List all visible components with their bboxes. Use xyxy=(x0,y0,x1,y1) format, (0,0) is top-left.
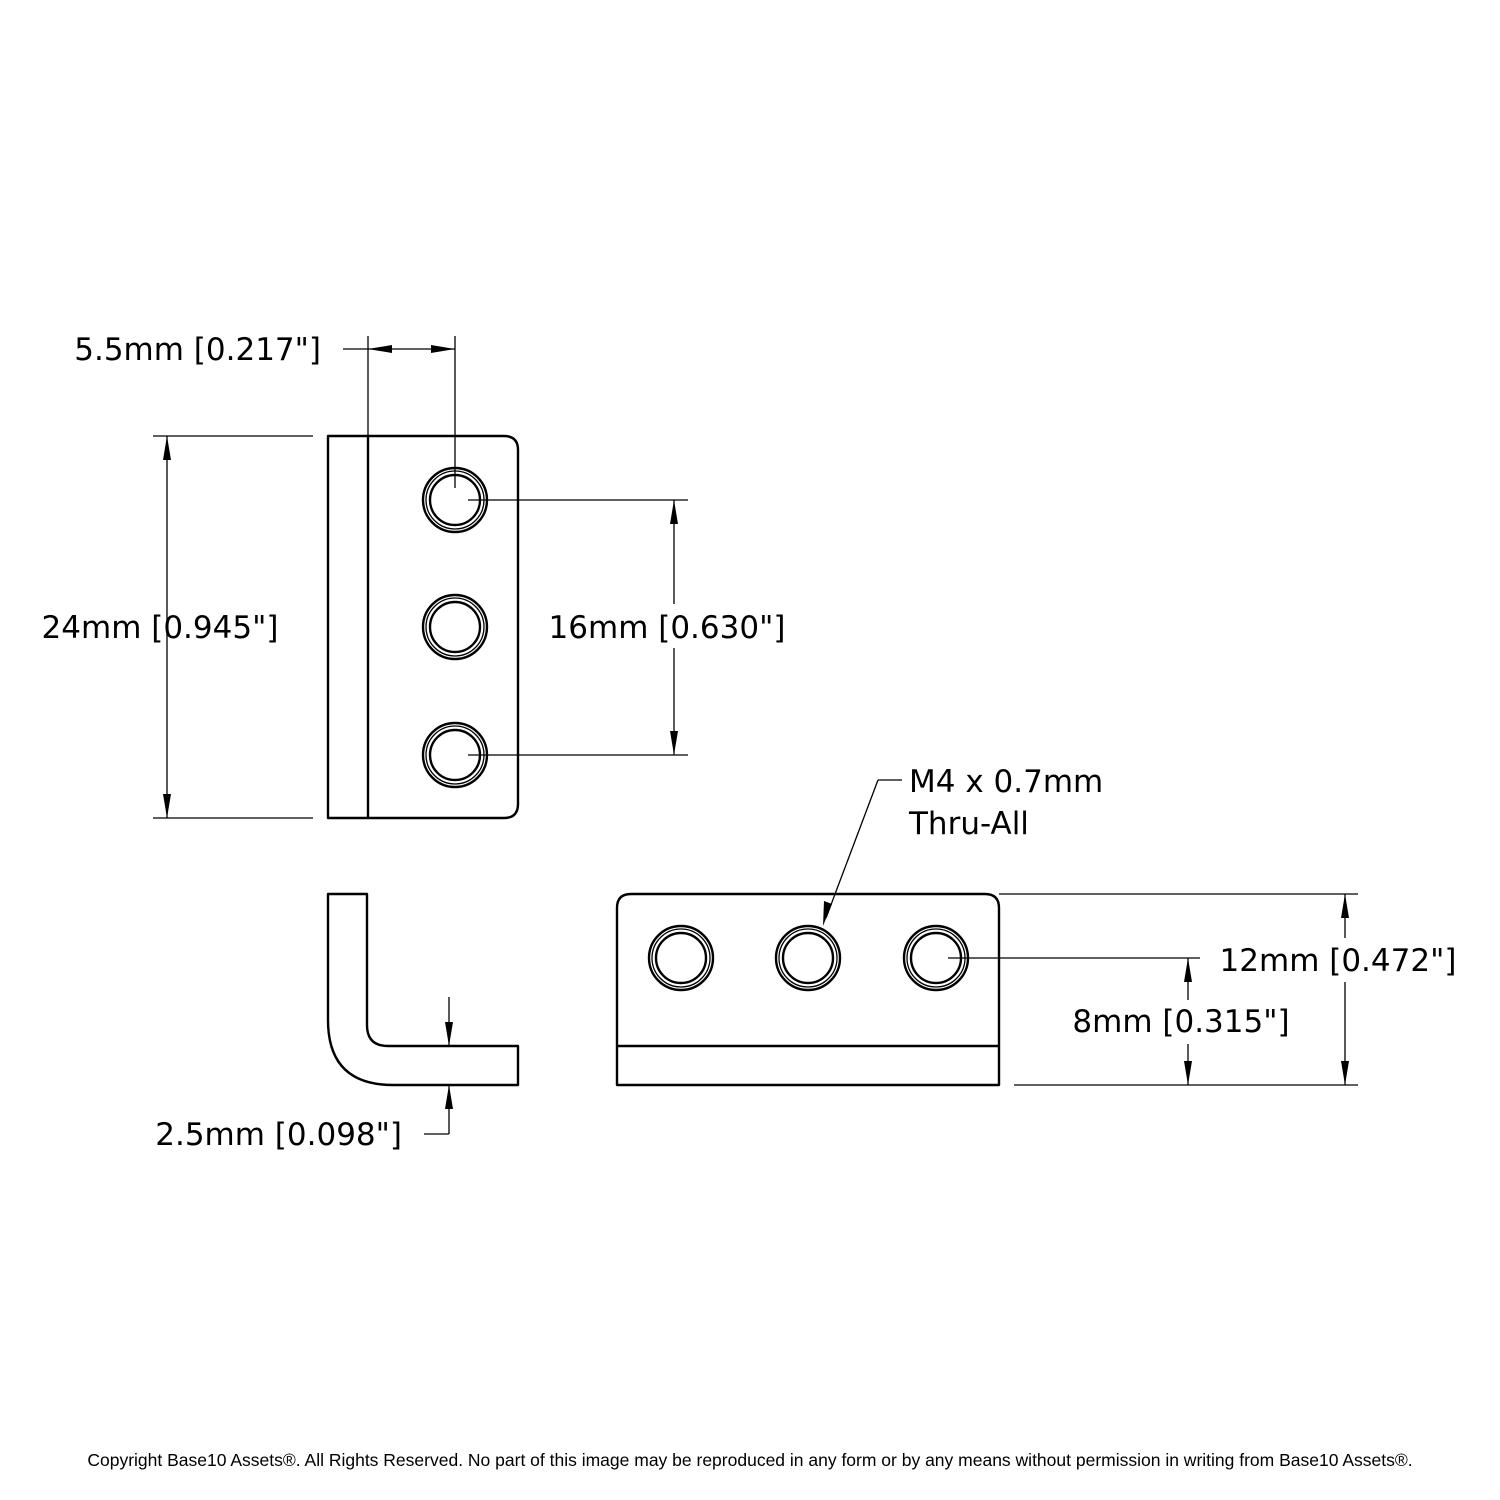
bottom-view xyxy=(615,892,1001,1087)
bottom-view-outline xyxy=(615,892,1001,1087)
hole-center xyxy=(774,924,842,992)
dim-hole-height-label: 8mm [0.315"] xyxy=(1072,1004,1289,1040)
copyright-notice: Copyright Base10 Assets®. All Rights Res… xyxy=(87,1450,1412,1470)
side-view-outline xyxy=(326,892,520,1087)
dim-height-label: 24mm [0.945"] xyxy=(42,610,279,646)
hole-middle xyxy=(421,593,489,661)
thread-callout-line1: M4 x 0.7mm xyxy=(909,764,1103,800)
dim-hole-offset: 5.5mm [0.217"] xyxy=(74,332,456,488)
dim-hole-spacing: 16mm [0.630"] xyxy=(468,499,786,756)
front-view-outline xyxy=(326,434,520,820)
dim-hole-offset-label: 5.5mm [0.217"] xyxy=(74,332,321,368)
dim-thickness: 2.5mm [0.098"] xyxy=(155,997,453,1153)
dim-width: 12mm [0.472"] xyxy=(999,893,1457,1086)
side-view xyxy=(326,892,520,1087)
dim-hole-height: 8mm [0.315"] xyxy=(948,957,1290,1085)
hole-left xyxy=(647,924,715,992)
thread-callout: M4 x 0.7mm Thru-All xyxy=(823,764,1103,926)
thread-callout-line2: Thru-All xyxy=(908,806,1029,842)
front-view xyxy=(326,434,520,820)
dim-thickness-label: 2.5mm [0.098"] xyxy=(155,1117,402,1153)
dim-hole-spacing-label: 16mm [0.630"] xyxy=(549,610,786,646)
dim-height: 24mm [0.945"] xyxy=(42,435,313,819)
dim-width-label: 12mm [0.472"] xyxy=(1220,943,1457,979)
